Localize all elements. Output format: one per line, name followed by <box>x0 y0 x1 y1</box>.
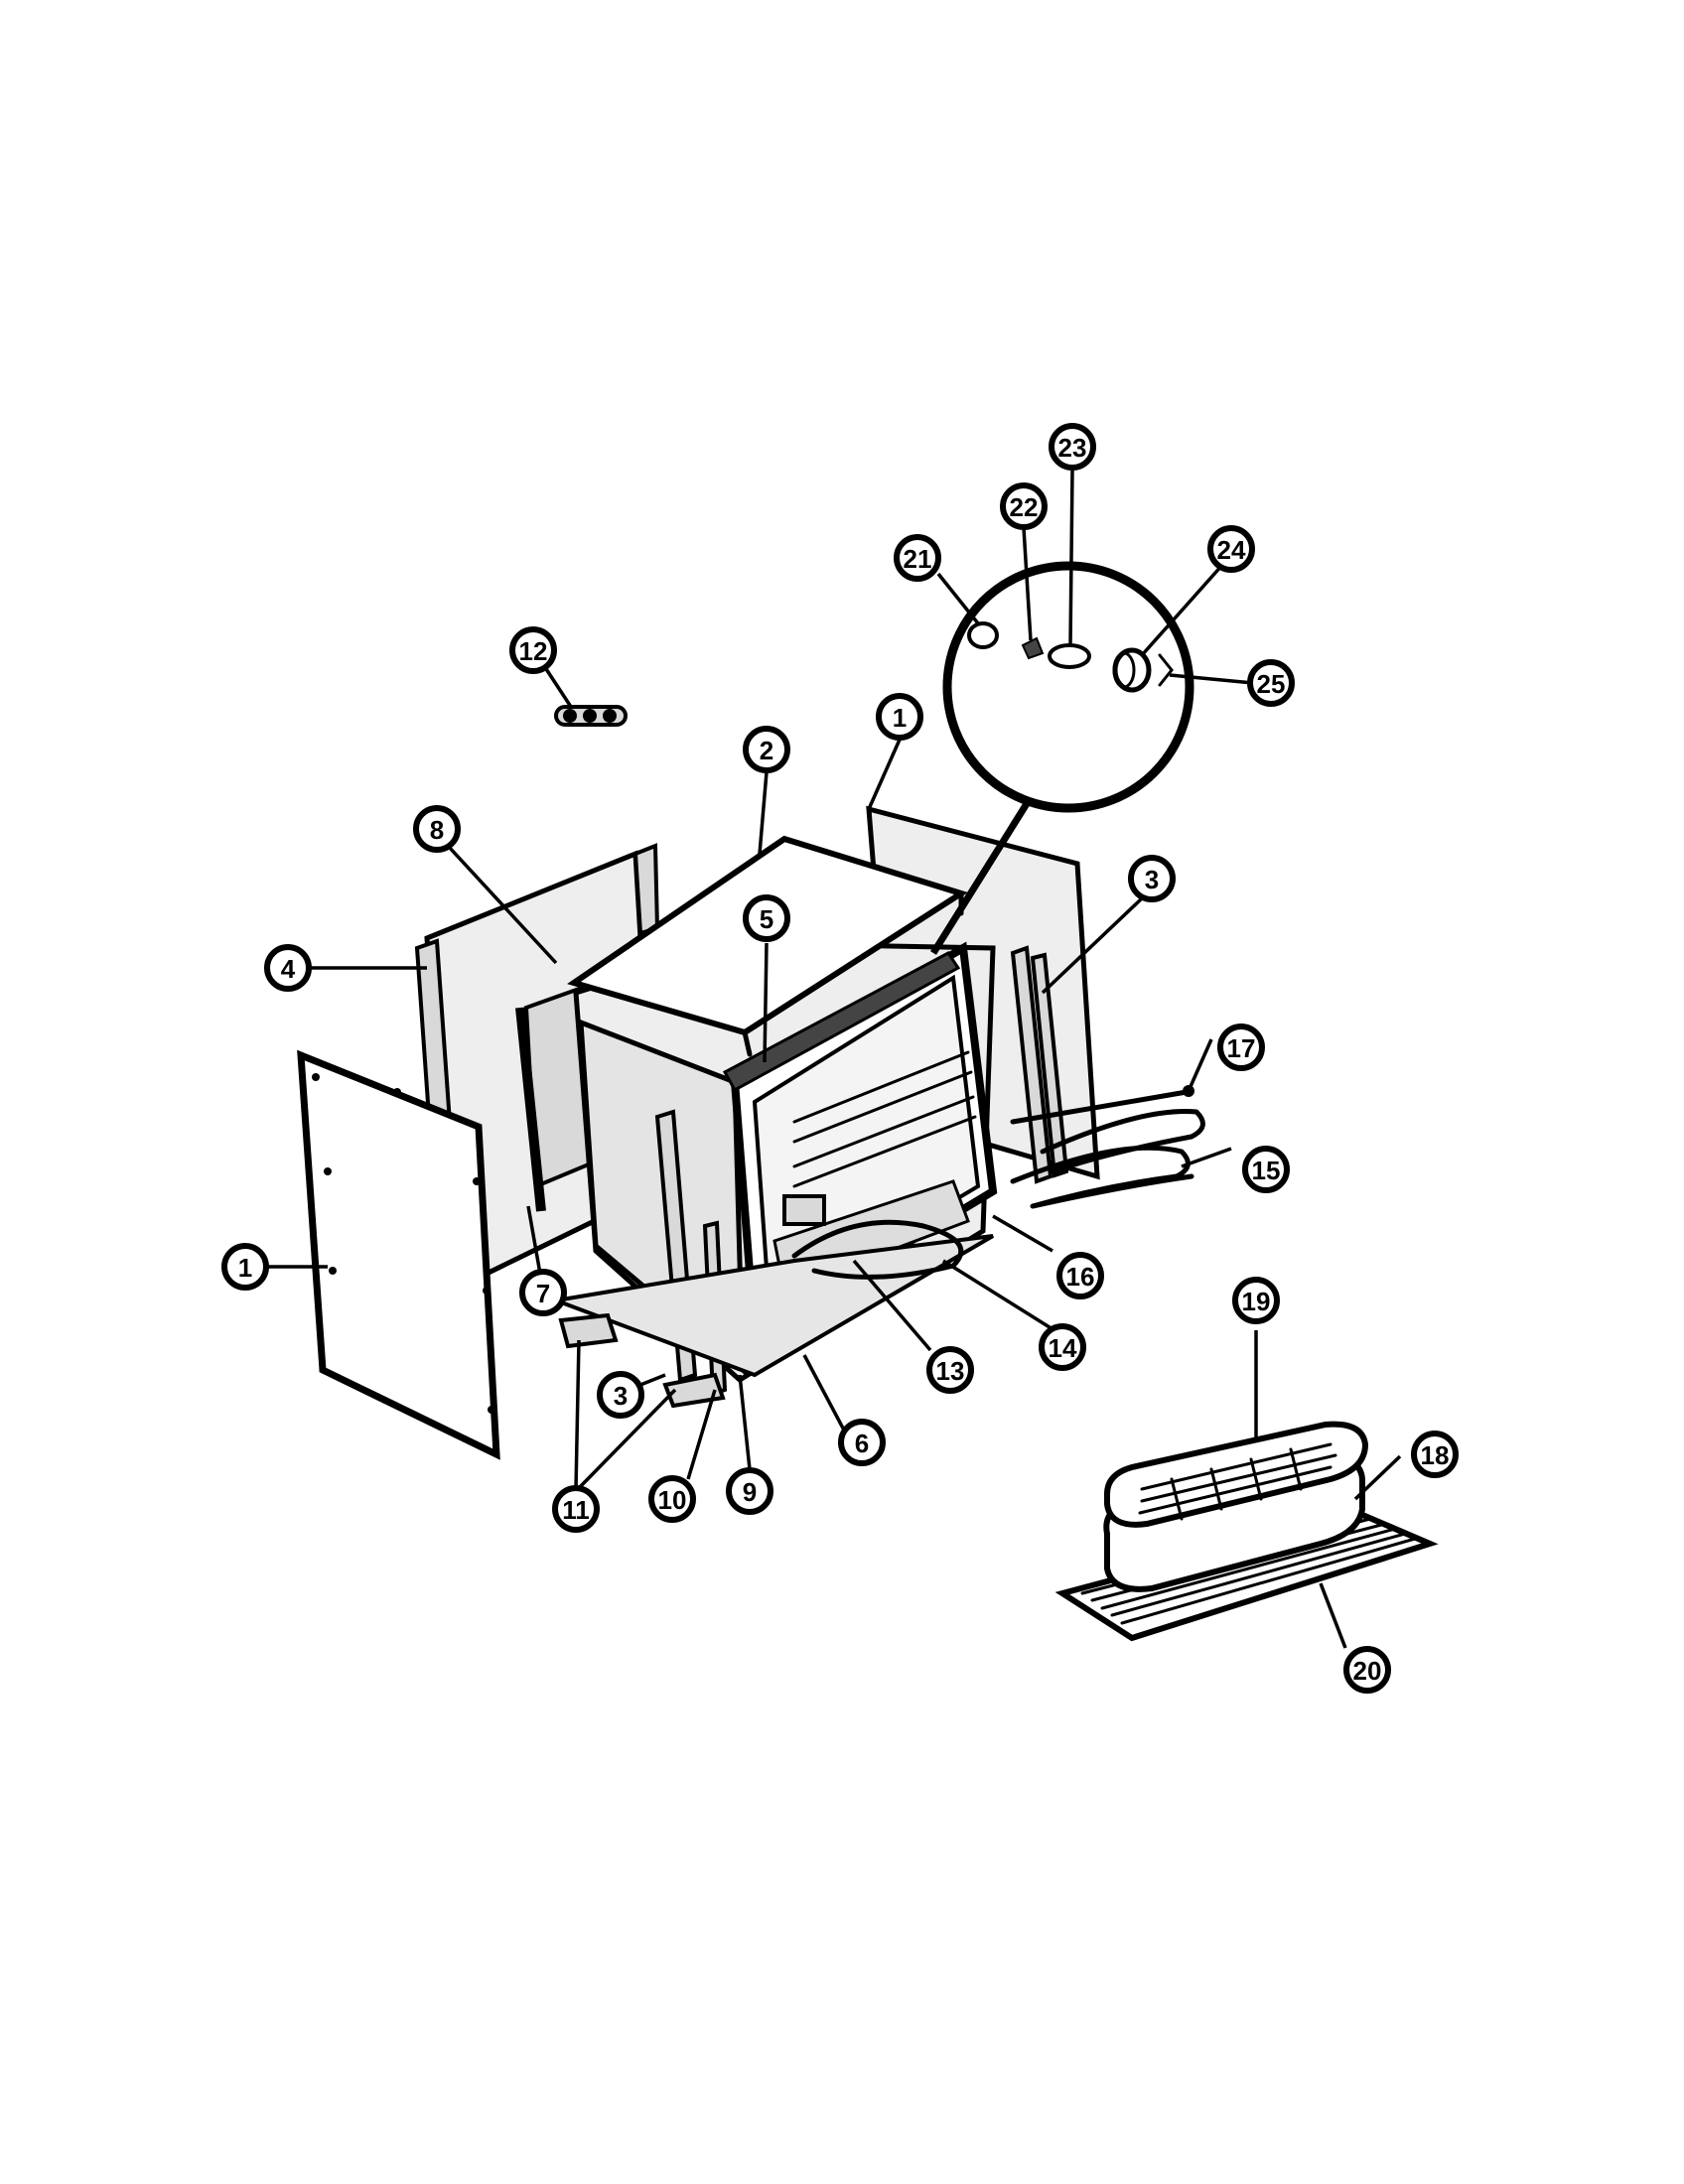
svg-text:20: 20 <box>1353 1656 1382 1686</box>
part-3-right-bracket <box>1010 945 1069 1184</box>
callout-5: 5 <box>743 894 790 942</box>
callout-25: 25 <box>1247 659 1295 707</box>
callout-12: 12 <box>509 626 557 674</box>
part-19-broiler-insert <box>1104 1421 1369 1528</box>
part-7-gasket-strip <box>515 1007 546 1212</box>
svg-text:16: 16 <box>1066 1262 1095 1292</box>
svg-text:8: 8 <box>430 815 444 845</box>
svg-text:5: 5 <box>760 904 773 934</box>
svg-text:23: 23 <box>1058 433 1087 463</box>
callout-13: 13 <box>926 1346 974 1394</box>
callout-20: 20 <box>1343 1646 1391 1694</box>
svg-text:1: 1 <box>238 1253 252 1283</box>
callout-9: 9 <box>726 1467 773 1515</box>
svg-text:10: 10 <box>658 1485 687 1515</box>
callout-19: 19 <box>1232 1277 1280 1324</box>
callout-3-left: 3 <box>597 1371 644 1419</box>
callout-24: 24 <box>1207 525 1255 573</box>
part-6-bottom-panel <box>548 1234 995 1409</box>
svg-text:3: 3 <box>1145 865 1159 894</box>
svg-text:6: 6 <box>855 1429 869 1458</box>
svg-text:21: 21 <box>904 544 932 574</box>
callout-3-right: 3 <box>1128 855 1176 902</box>
svg-text:9: 9 <box>743 1477 757 1507</box>
callout-11: 11 <box>552 1485 600 1533</box>
svg-text:18: 18 <box>1421 1440 1450 1470</box>
svg-text:3: 3 <box>614 1381 628 1411</box>
svg-text:4: 4 <box>281 954 296 984</box>
callout-8: 8 <box>413 805 461 853</box>
svg-text:22: 22 <box>1010 492 1039 522</box>
callout-1-left: 1 <box>221 1243 269 1291</box>
callout-23: 23 <box>1049 423 1096 471</box>
svg-text:19: 19 <box>1242 1287 1271 1316</box>
callout-14: 14 <box>1039 1323 1086 1371</box>
part-15-bake-element <box>1010 1109 1205 1209</box>
callout-1-right: 1 <box>876 693 923 741</box>
svg-text:12: 12 <box>519 636 548 666</box>
callout-21: 21 <box>894 534 941 582</box>
svg-text:25: 25 <box>1257 669 1286 699</box>
svg-text:2: 2 <box>760 736 773 765</box>
detail-view-light-assembly <box>930 561 1194 955</box>
callout-16: 16 <box>1056 1252 1104 1299</box>
callout-15: 15 <box>1242 1146 1290 1193</box>
callout-7: 7 <box>519 1269 567 1316</box>
callout-10: 10 <box>648 1475 696 1523</box>
callout-22: 22 <box>1000 482 1048 530</box>
svg-text:15: 15 <box>1252 1156 1281 1185</box>
part-5-front-frame <box>722 951 961 1093</box>
svg-text:7: 7 <box>536 1279 550 1308</box>
svg-text:17: 17 <box>1227 1033 1256 1063</box>
leader-lines <box>266 470 1402 1649</box>
svg-text:24: 24 <box>1217 535 1246 565</box>
callout-17: 17 <box>1217 1024 1265 1071</box>
svg-text:1: 1 <box>893 703 907 733</box>
svg-text:13: 13 <box>936 1356 965 1386</box>
part-12-screws <box>554 705 628 727</box>
svg-text:14: 14 <box>1049 1333 1077 1363</box>
callout-4: 4 <box>264 944 312 992</box>
part-13-bottom-element <box>791 1219 964 1280</box>
callout-6: 6 <box>838 1419 886 1466</box>
callout-18: 18 <box>1411 1431 1459 1478</box>
callout-2: 2 <box>743 726 790 773</box>
svg-text:11: 11 <box>562 1495 590 1525</box>
